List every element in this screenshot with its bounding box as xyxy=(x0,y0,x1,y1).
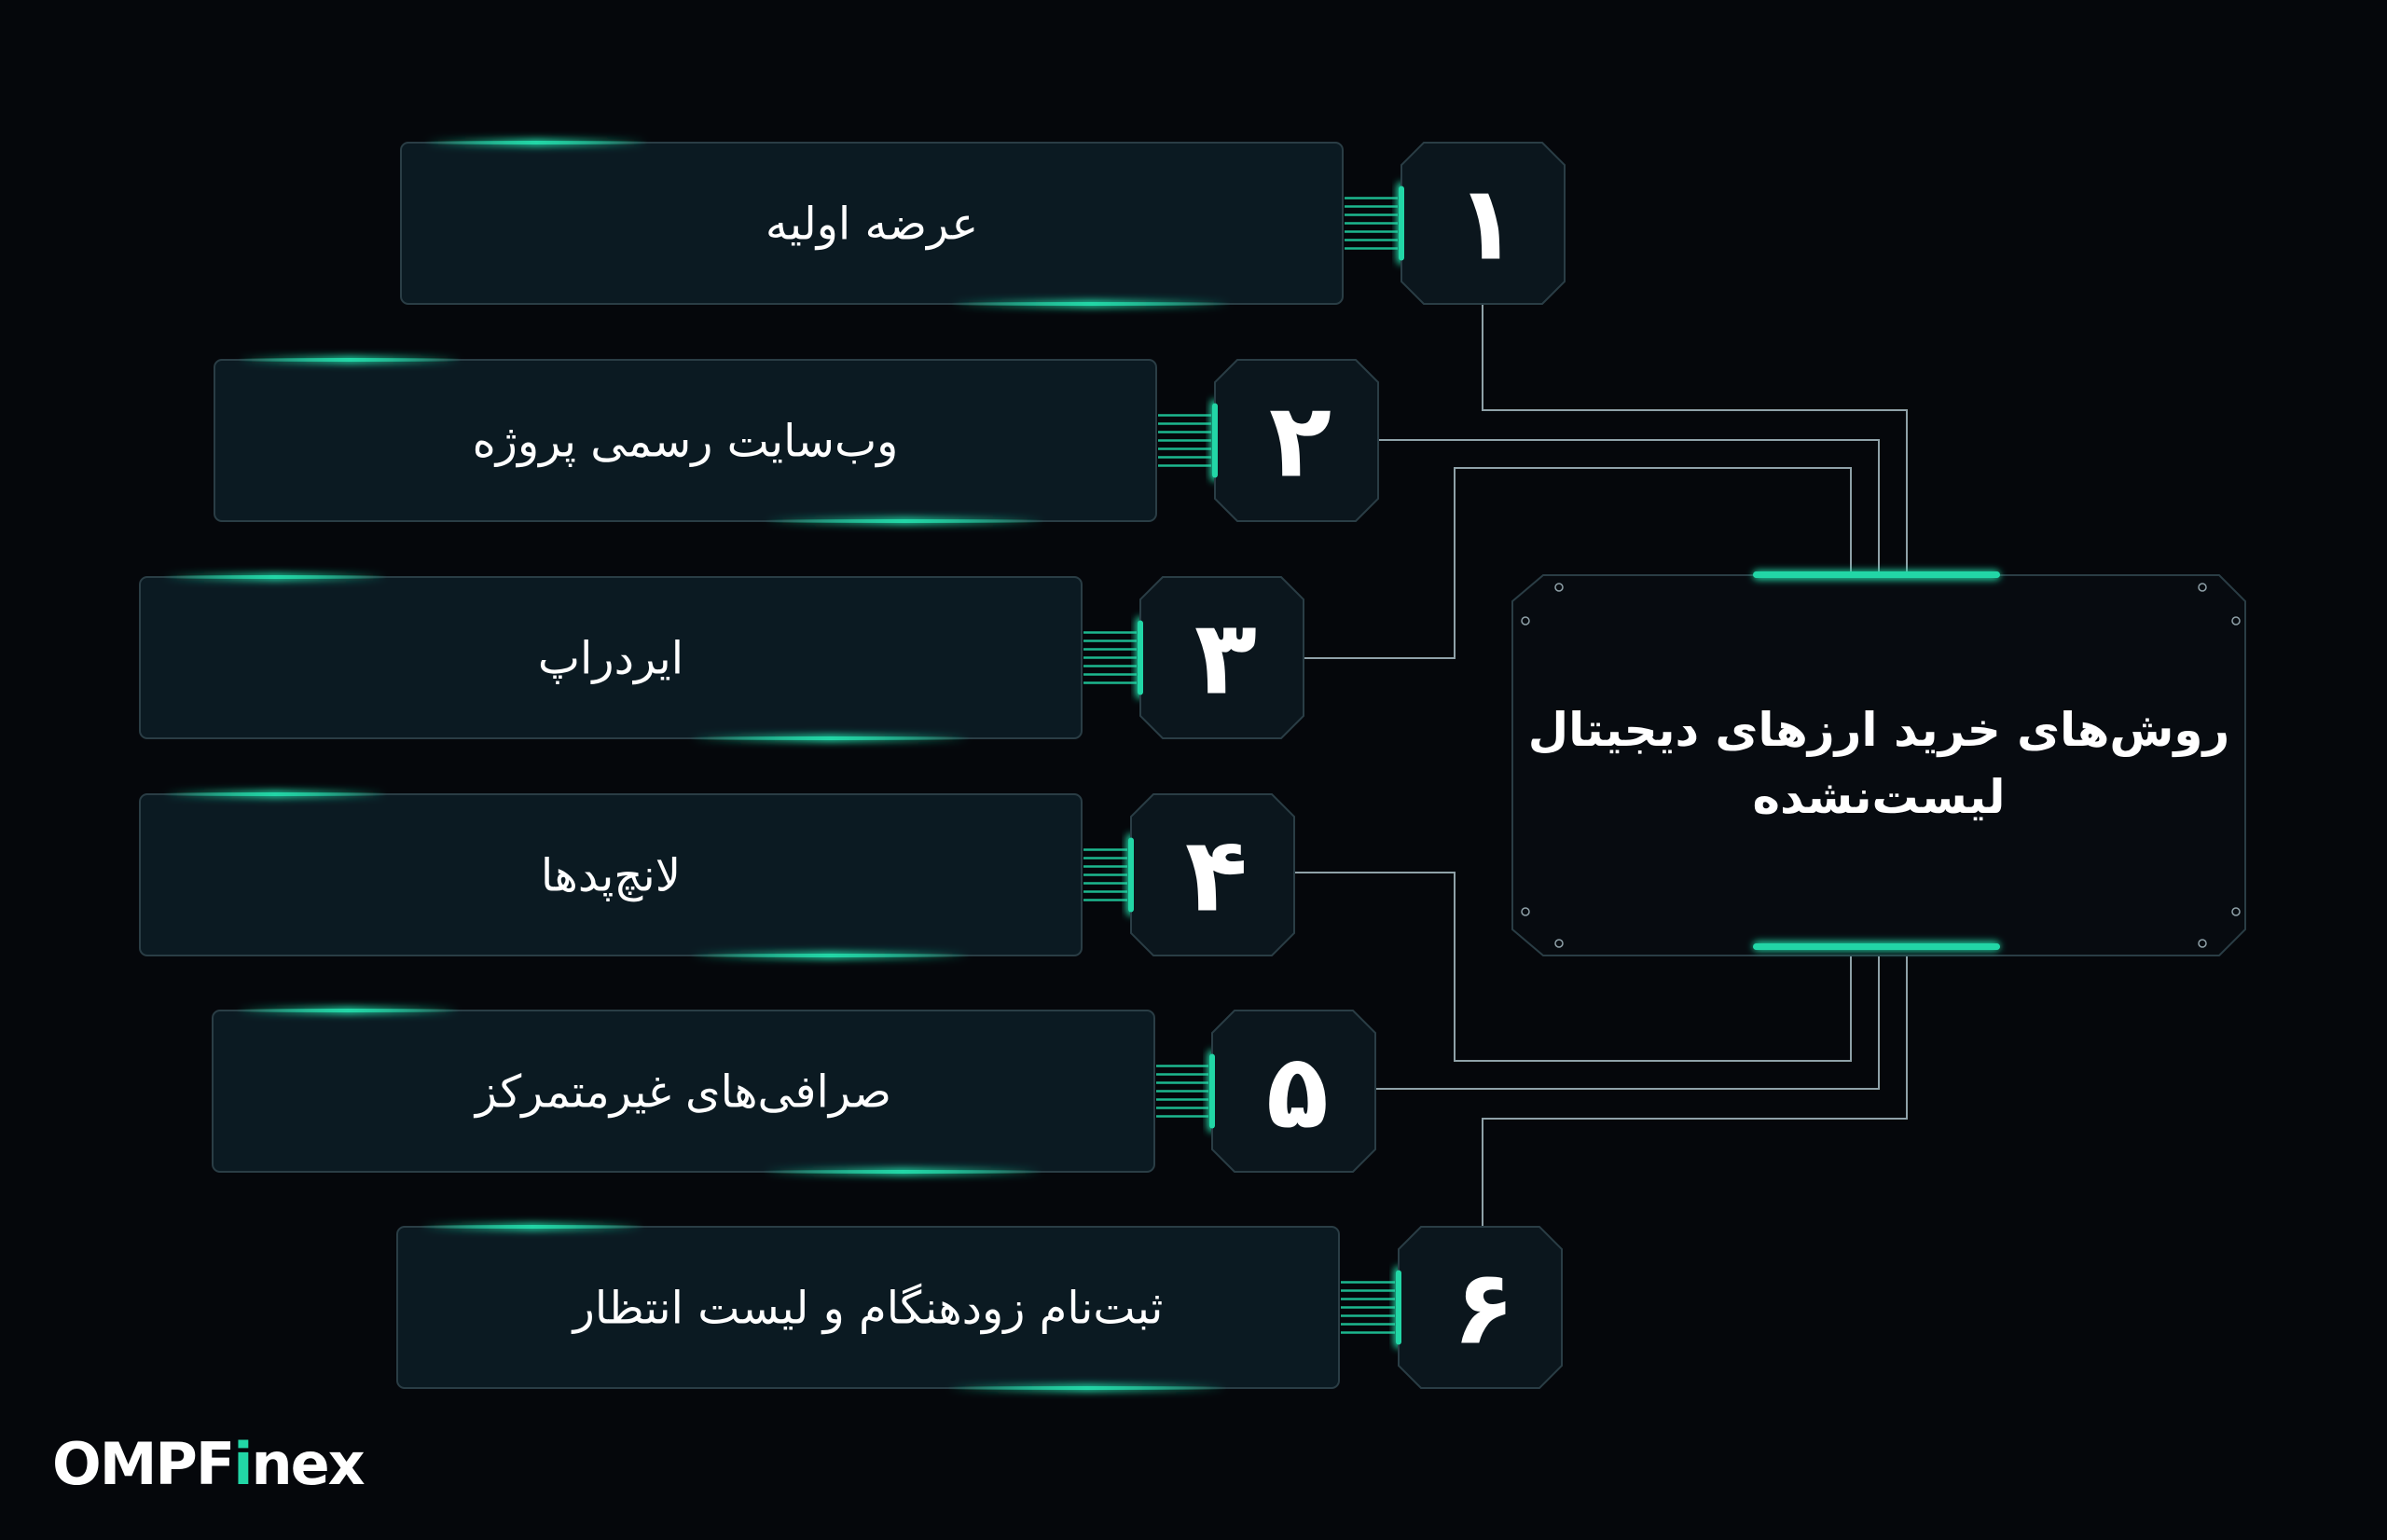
glow-accent-bottom-core xyxy=(690,954,970,957)
tile-glow-core xyxy=(1399,186,1404,261)
glow-accent-top-core xyxy=(421,1225,644,1229)
tile-glow-core xyxy=(1396,1270,1401,1345)
connector-5 xyxy=(1375,956,1880,1090)
method-label: لانچ‌پدها xyxy=(541,850,681,902)
tile-glow-core xyxy=(1138,620,1143,695)
method-item-2: وب‌سایت رسمی پروژه ۲ xyxy=(214,356,1379,525)
connector-1 xyxy=(1482,304,1908,575)
method-item-3: ایردراپ ۳ xyxy=(139,573,1304,742)
glow-accent-bottom-core xyxy=(947,1386,1227,1390)
method-label: ایردراپ xyxy=(538,633,683,685)
glow-accent-bottom-core xyxy=(951,302,1231,306)
method-number: ۵ xyxy=(1266,1032,1329,1151)
center-title-line1: روش‌های خرید ارزهای دیجیتال xyxy=(1528,703,2230,758)
method-label: صرافی‌های غیرمتمرکز xyxy=(474,1066,891,1119)
method-label: وب‌سایت رسمی پروژه xyxy=(473,416,899,468)
connector-4 xyxy=(1294,872,1852,1062)
label-box xyxy=(400,142,1344,305)
label-box xyxy=(139,576,1083,739)
method-number: ۳ xyxy=(1194,598,1257,718)
connector-lines xyxy=(1294,304,1908,1227)
label-box xyxy=(396,1226,1340,1389)
label-box xyxy=(139,793,1083,956)
logo-text-part1: OMPF xyxy=(52,1430,235,1498)
tile-glow-core xyxy=(1209,1053,1215,1129)
label-box xyxy=(214,359,1157,522)
glow-accent-top-core xyxy=(163,575,387,579)
center-title-line2: لیست‌نشده xyxy=(1752,770,2005,824)
center-box: روش‌های خرید ارزهای دیجیتال لیست‌نشده xyxy=(1511,571,2246,956)
method-item-6: ثبت‌نام زودهنگام و لیست انتظار ۶ xyxy=(396,1223,1563,1392)
glow-accent-top-core xyxy=(163,792,387,796)
brand-logo: OMPFinex xyxy=(52,1436,366,1493)
logo-text-part2: nex xyxy=(251,1430,365,1498)
glow-accent-top-core xyxy=(238,358,462,362)
method-list: عرضه اولیه ۱ وب‌سایت رسمی پروژه ۲ ایردراپ ۳ لا… xyxy=(139,139,1566,1392)
method-item-1: عرضه اولیه ۱ xyxy=(400,139,1566,308)
method-item-4: لانچ‌پدها ۴ xyxy=(139,791,1295,959)
connector-2 xyxy=(1378,439,1880,575)
method-number: ۲ xyxy=(1269,381,1331,501)
method-label: ثبت‌نام زودهنگام و لیست انتظار xyxy=(572,1283,1164,1335)
glow-accent-bottom-core xyxy=(765,519,1044,523)
glow-accent-top-core xyxy=(236,1009,460,1012)
method-label: عرضه اولیه xyxy=(766,199,978,251)
label-box xyxy=(212,1010,1155,1173)
method-item-5: صرافی‌های غیرمتمرکز ۵ xyxy=(212,1007,1376,1176)
glow-accent-bottom-core xyxy=(690,736,970,740)
connector-6 xyxy=(1482,956,1908,1227)
tile-glow-core xyxy=(1128,837,1134,913)
glow-accent-bottom-core xyxy=(763,1170,1042,1174)
method-number: ۶ xyxy=(1453,1248,1515,1368)
center-box-frame xyxy=(1511,574,2246,956)
connector-3 xyxy=(1304,467,1852,659)
glow-accent-top-core xyxy=(424,141,648,144)
method-number: ۴ xyxy=(1185,816,1248,935)
tile-glow-core xyxy=(1212,403,1218,478)
method-number: ۱ xyxy=(1456,164,1518,283)
logo-text-accent: i xyxy=(233,1430,253,1498)
